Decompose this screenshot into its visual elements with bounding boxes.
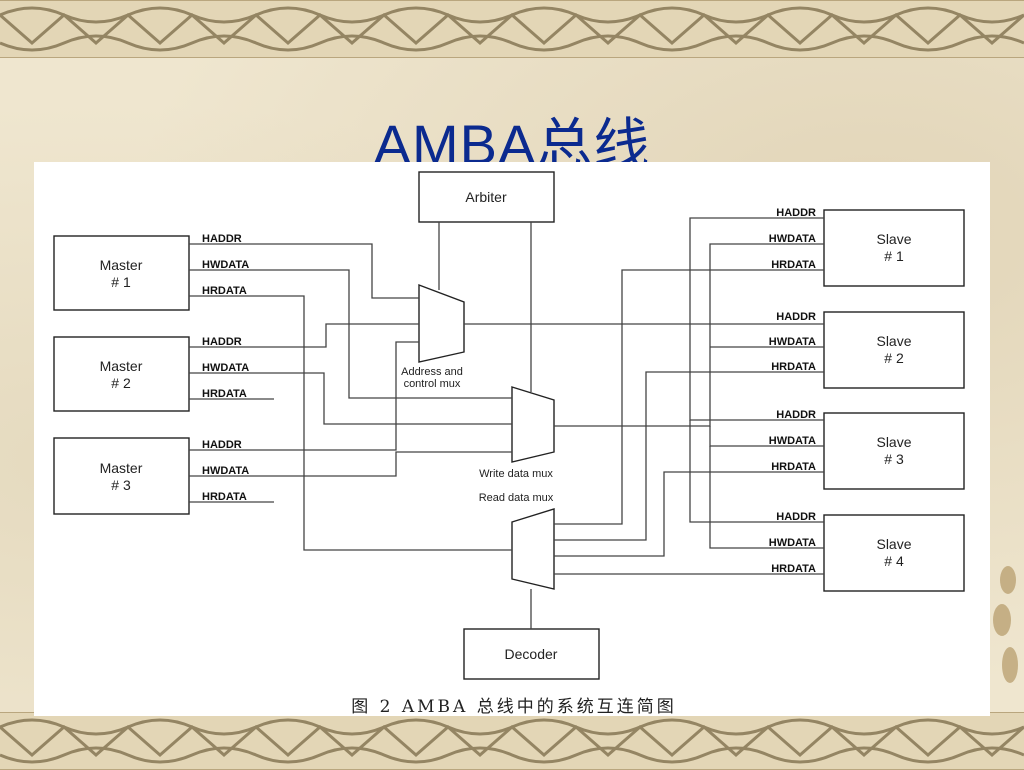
master-1-hrdata-label: HRDATA — [202, 285, 247, 297]
bottom-border-pattern — [0, 718, 1024, 764]
slave-4-label: Slave — [876, 536, 911, 552]
master-1-box — [53, 235, 190, 311]
top-border-pattern — [0, 6, 1024, 52]
bottom-decorative-border — [0, 712, 1024, 770]
read-mux-label: Read data mux — [479, 492, 554, 504]
slave-3-box — [823, 412, 965, 490]
arbiter-box — [418, 171, 555, 223]
slave-4-number: # 4 — [884, 553, 904, 569]
slave-1-box — [823, 209, 965, 287]
write-mux-label: Write data mux — [479, 468, 553, 480]
master-1-label: Master — [100, 257, 143, 273]
top-decorative-border — [0, 0, 1024, 58]
slave-1-hwdata-label: HWDATA — [769, 233, 816, 245]
decoder-label: Decoder — [505, 646, 558, 662]
master-1-number: # 1 — [111, 274, 131, 290]
amba-bus-diagram: Arbiter Decoder Master # 1 Master # 2 Ma… — [34, 162, 990, 717]
slave-3-number: # 3 — [884, 451, 904, 467]
master-3-number: # 3 — [111, 477, 131, 493]
slave-1-number: # 1 — [884, 248, 904, 264]
read-data-mux — [511, 508, 555, 590]
decorative-vine-graphic — [993, 566, 1018, 683]
master-3-hrdata-label: HRDATA — [202, 491, 247, 503]
address-mux-label-line2: control mux — [404, 378, 461, 390]
slave-2-box — [823, 311, 965, 389]
slave-3-haddr-label: HADDR — [776, 409, 816, 421]
slave-2-haddr-label: HADDR — [776, 311, 816, 323]
master-3-label: Master — [100, 460, 143, 476]
master-2-hwdata-label: HWDATA — [202, 362, 249, 374]
master-1-haddr-label: HADDR — [202, 233, 242, 245]
master-2-label: Master — [100, 358, 143, 374]
slave-1-haddr-label: HADDR — [776, 207, 816, 219]
slave-2-hrdata-label: HRDATA — [771, 361, 816, 373]
slave-2-number: # 2 — [884, 350, 904, 366]
arbiter-label: Arbiter — [465, 189, 507, 205]
slave-4-hwdata-label: HWDATA — [769, 537, 816, 549]
master-3-haddr-label: HADDR — [202, 439, 242, 451]
address-mux-label-line1: Address and — [401, 366, 463, 378]
slave-3-hrdata-label: HRDATA — [771, 461, 816, 473]
slave-4-box — [823, 514, 965, 592]
bus-wires — [189, 217, 824, 629]
master-1-hwdata-label: HWDATA — [202, 259, 249, 271]
slave-3-hwdata-label: HWDATA — [769, 435, 816, 447]
slave-3-label: Slave — [876, 434, 911, 450]
slave-1-hrdata-label: HRDATA — [771, 259, 816, 271]
master-2-hrdata-label: HRDATA — [202, 388, 247, 400]
write-data-mux — [511, 386, 555, 463]
master-3-box — [53, 437, 190, 515]
slave-2-hwdata-label: HWDATA — [769, 336, 816, 348]
master-2-box — [53, 336, 190, 412]
slave-4-haddr-label: HADDR — [776, 511, 816, 523]
slave-4-hrdata-label: HRDATA — [771, 563, 816, 575]
diagram-svg: Arbiter Decoder Master # 1 Master # 2 Ma… — [53, 171, 965, 680]
master-2-number: # 2 — [111, 375, 131, 391]
slave-1-label: Slave — [876, 231, 911, 247]
figure-caption: 图 2 AMBA 总线中的系统互连简图 — [351, 697, 677, 717]
master-2-haddr-label: HADDR — [202, 336, 242, 348]
master-3-hwdata-label: HWDATA — [202, 465, 249, 477]
address-control-mux — [418, 283, 465, 363]
slave-2-label: Slave — [876, 333, 911, 349]
